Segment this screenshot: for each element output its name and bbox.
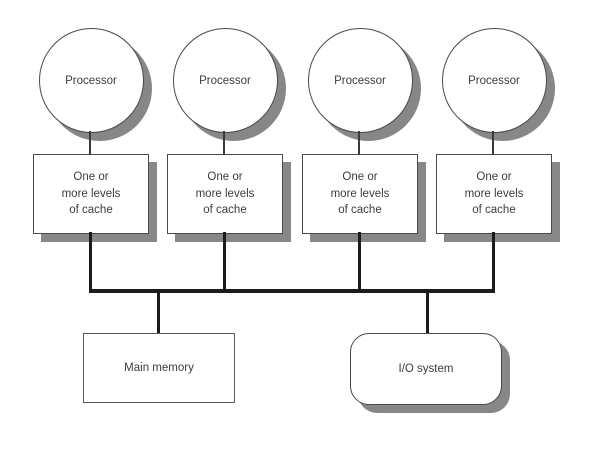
main-memory-node: Main memory [83, 333, 235, 403]
processor-label: Processor [468, 74, 520, 87]
cache-node-4: One or more levels of cache [436, 154, 552, 234]
cache-label-line: more levels [464, 187, 524, 200]
processor-node-1: Processor [38, 28, 144, 133]
cache-label-line: of cache [338, 204, 382, 217]
cache-label-line: One or [476, 171, 512, 184]
cache-label-line: One or [342, 171, 378, 184]
cache-node-3: One or more levels of cache [302, 154, 418, 234]
cache-label-line: of cache [472, 204, 516, 217]
processor-node-3: Processor [307, 28, 413, 133]
processor-cache-connector-2 [223, 131, 225, 155]
main-memory-label: Main memory [124, 362, 194, 374]
cache-label-line: One or [73, 171, 109, 184]
cache-label-line: more levels [330, 187, 390, 200]
processor-cache-connector-3 [358, 131, 360, 155]
cache-label-line: more levels [61, 187, 121, 200]
processor-label: Processor [65, 74, 117, 87]
cache-label-line: of cache [69, 204, 113, 217]
cache-bus-connector-1 [88, 232, 92, 292]
bus-to-memory-line [156, 291, 160, 333]
processor-label: Processor [199, 74, 251, 87]
shared-bus-line [89, 289, 495, 293]
cache-label-line: more levels [195, 187, 255, 200]
cache-label-line: of cache [203, 204, 247, 217]
io-system-node: I/O system [350, 333, 502, 405]
cache-node-2: One or more levels of cache [167, 154, 283, 234]
processor-node-4: Processor [441, 28, 547, 133]
cache-label-line: One or [207, 171, 243, 184]
processor-node-2: Processor [172, 28, 278, 133]
cache-bus-connector-3 [357, 232, 361, 292]
processor-label: Processor [334, 74, 386, 87]
cache-bus-connector-4 [491, 232, 495, 292]
cache-bus-connector-2 [222, 232, 226, 292]
processor-cache-connector-4 [492, 131, 494, 155]
cache-node-1: One or more levels of cache [33, 154, 149, 234]
io-system-label: I/O system [398, 363, 454, 375]
bus-to-io-line [425, 291, 429, 333]
processor-cache-connector-1 [89, 131, 91, 155]
